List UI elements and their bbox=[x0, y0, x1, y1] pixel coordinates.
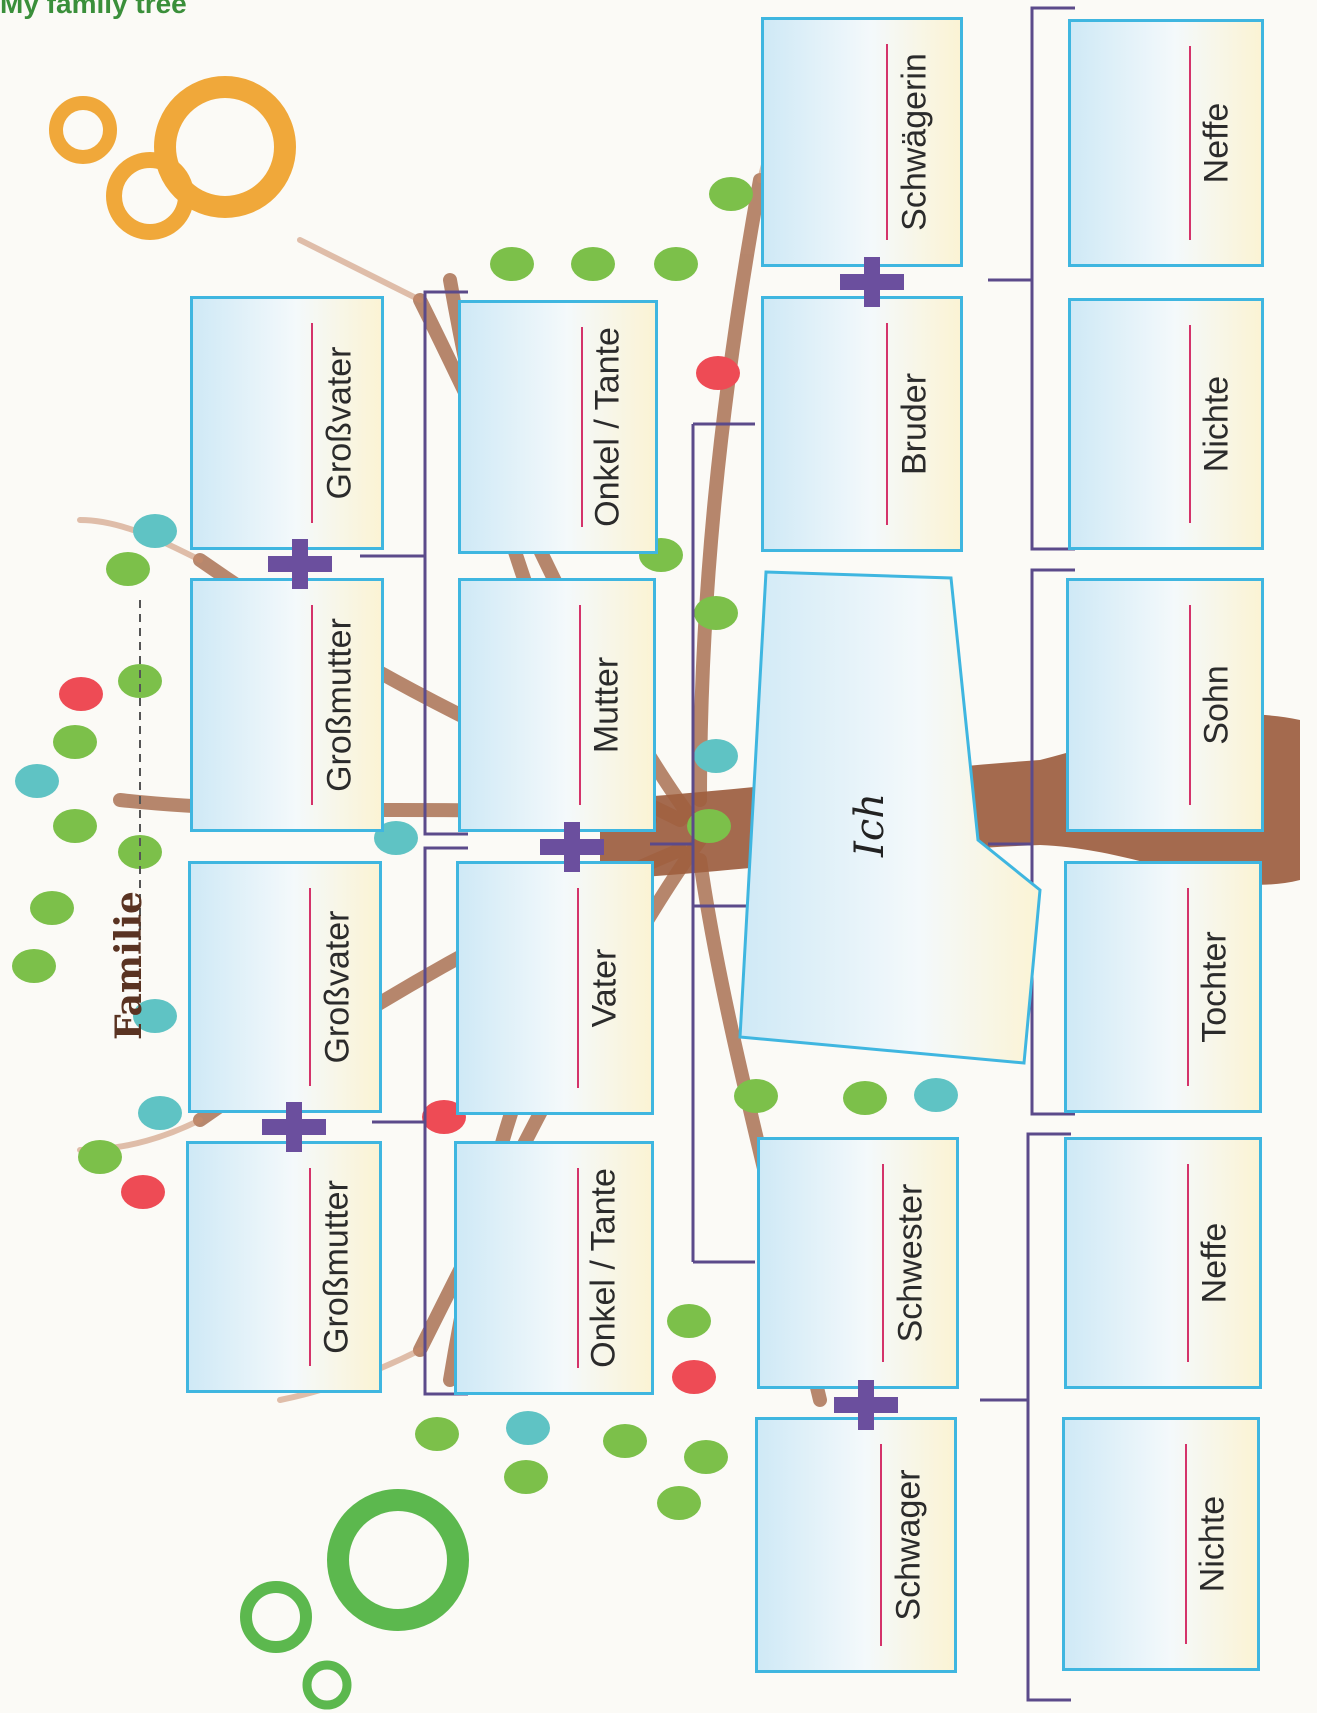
card-label: Vater bbox=[585, 949, 624, 1028]
card-grandfather-paternal[interactable]: Großvater bbox=[190, 296, 384, 550]
name-line bbox=[309, 888, 311, 1086]
card-niece-left[interactable]: Nichte bbox=[1062, 1417, 1260, 1671]
card-brother[interactable]: Bruder bbox=[761, 296, 963, 552]
card-label: Nichte bbox=[1193, 1496, 1232, 1592]
name-line bbox=[579, 605, 581, 805]
card-uncle-aunt-maternal[interactable]: Onkel / Tante bbox=[454, 1141, 654, 1395]
name-line bbox=[311, 323, 313, 523]
green-rings bbox=[246, 1500, 458, 1705]
name-line bbox=[1187, 888, 1189, 1086]
card-brother-in-law[interactable]: Schwager bbox=[755, 1417, 957, 1673]
card-label: Schwester bbox=[891, 1184, 930, 1343]
familie-label: Familie bbox=[108, 891, 150, 1040]
card-sister-in-law[interactable]: Schwägerin bbox=[761, 17, 963, 267]
card-label: Onkel / Tante bbox=[585, 1168, 624, 1368]
card-label: Tochter bbox=[1195, 931, 1234, 1043]
card-label: Onkel / Tante bbox=[589, 327, 628, 527]
name-line bbox=[309, 1168, 311, 1366]
card-label: Großvater bbox=[320, 346, 359, 499]
card-label: Großvater bbox=[318, 910, 357, 1063]
card-label: Schwägerin bbox=[895, 53, 934, 231]
name-line bbox=[577, 888, 579, 1088]
name-line bbox=[1187, 1164, 1189, 1362]
card-daughter[interactable]: Tochter bbox=[1064, 861, 1262, 1113]
card-nephew-right[interactable]: Neffe bbox=[1068, 19, 1264, 267]
card-label: Nichte bbox=[1198, 376, 1237, 472]
name-line bbox=[886, 44, 888, 240]
card-label: Großmutter bbox=[320, 618, 359, 792]
card-label: Neffe bbox=[1198, 103, 1237, 184]
name-line bbox=[577, 1168, 579, 1368]
card-label: Neffe bbox=[1195, 1223, 1234, 1304]
plus-icon bbox=[840, 257, 904, 307]
card-sister[interactable]: Schwester bbox=[757, 1137, 959, 1389]
card-label: Schwager bbox=[889, 1469, 928, 1620]
card-uncle-aunt-paternal[interactable]: Onkel / Tante bbox=[458, 300, 658, 554]
name-line bbox=[882, 1164, 884, 1362]
card-grandmother-paternal[interactable]: Großmutter bbox=[190, 578, 384, 832]
plus-icon bbox=[540, 822, 604, 872]
card-father[interactable]: Vater bbox=[456, 861, 654, 1115]
card-label: Bruder bbox=[895, 373, 934, 475]
me-label: Ich bbox=[847, 793, 893, 857]
plus-icon bbox=[262, 1102, 326, 1152]
name-line bbox=[1189, 325, 1191, 523]
card-son[interactable]: Sohn bbox=[1066, 578, 1264, 832]
card-label: Sohn bbox=[1197, 665, 1236, 744]
plus-icon bbox=[834, 1380, 898, 1430]
card-mother[interactable]: Mutter bbox=[458, 578, 656, 832]
name-line bbox=[880, 1444, 882, 1646]
orange-rings bbox=[56, 87, 285, 232]
card-nephew-left[interactable]: Neffe bbox=[1064, 1137, 1262, 1389]
plus-icon bbox=[268, 539, 332, 589]
name-line bbox=[311, 605, 313, 805]
name-line bbox=[886, 323, 888, 525]
name-line bbox=[1189, 605, 1191, 805]
card-grandmother-maternal[interactable]: Großmutter bbox=[186, 1141, 382, 1393]
card-label: Mutter bbox=[587, 657, 626, 753]
card-label: Großmutter bbox=[318, 1180, 357, 1354]
name-line bbox=[1189, 46, 1191, 240]
card-grandfather-maternal[interactable]: Großvater bbox=[188, 861, 382, 1113]
name-line bbox=[1185, 1444, 1187, 1644]
card-niece-right[interactable]: Nichte bbox=[1068, 298, 1264, 550]
name-line bbox=[581, 327, 583, 527]
